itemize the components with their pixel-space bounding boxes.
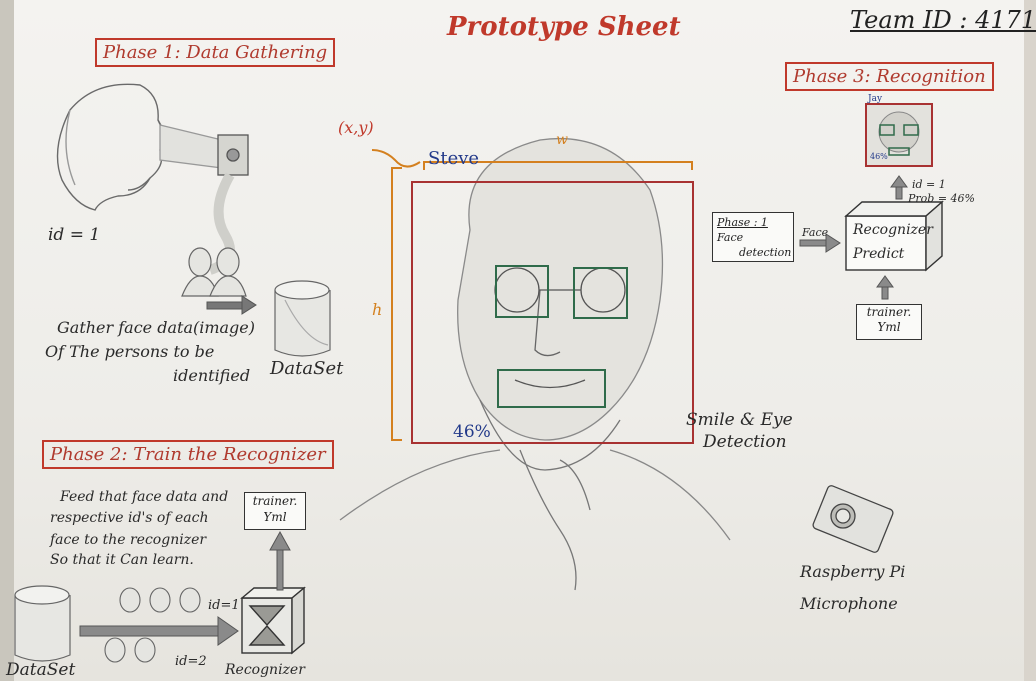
dataset-cylinder-2 (14, 585, 71, 662)
phase3-title: Phase 3: Recognition (785, 62, 994, 91)
right-eye-box (573, 267, 628, 319)
people-sketch-1 (181, 247, 247, 297)
phase3-face-name: Jay (868, 94, 883, 104)
phase2-title: Phase 2: Train the Recognizer (42, 440, 334, 469)
phase1-caption-line3: identified (173, 366, 251, 385)
coord-label: (x,y) (338, 118, 374, 137)
face-arrow-label: Face (802, 226, 829, 239)
dataset-cylinder-1 (274, 280, 331, 357)
left-eye-box (495, 265, 549, 318)
height-label: h (372, 300, 383, 319)
width-label: w (556, 132, 568, 148)
recognizer-cube (240, 586, 306, 655)
arrow-up-trainer (269, 530, 291, 591)
phase1-title: Phase 1: Data Gathering (95, 38, 336, 67)
detected-name-label: Steve (428, 148, 480, 169)
smile-eye-line2: Detection (703, 432, 787, 452)
hardware-line2: Microphone (800, 594, 898, 613)
phase2-trainer-label1: trainer. (252, 494, 298, 508)
arrow-up-predict (876, 275, 894, 300)
height-bracket (391, 167, 402, 441)
recognized-face-thumbnail (865, 103, 933, 167)
smile-eye-line1: Smile & Eye (686, 410, 793, 430)
phase3-trainer-line1: trainer. (866, 305, 912, 319)
phase3-result-prob: Prob = 46% (908, 192, 975, 205)
phase1-id-label: id = 1 (48, 225, 101, 245)
people-sketch-2 (104, 587, 201, 663)
face-detection-box-line1: Face (717, 231, 744, 244)
recognizer-predict-box (844, 200, 944, 272)
phase2-id1: id=1 (208, 598, 240, 613)
phase2-trainer-file: trainer. Yml (244, 492, 306, 530)
phase2-id2: id=2 (175, 654, 207, 669)
phase2-text-line2: respective id's of each (50, 510, 209, 526)
team-id: Team ID : 4171 (850, 6, 1036, 34)
arrow-to-recognizer (79, 616, 239, 646)
sheet-title: Prototype Sheet (447, 12, 681, 42)
microphone-module-sketch (812, 485, 894, 553)
face-detection-box: Phase : 1 Face detection (712, 212, 794, 262)
portrait-sketch (339, 137, 731, 591)
phase3-trainer-file: trainer. Yml (856, 304, 922, 340)
recognizer-line1: Recognizer (853, 222, 933, 238)
arrow-to-dataset (206, 295, 257, 315)
phase2-text-line1: Feed that face data and (60, 489, 229, 505)
phase2-trainer-label2: Yml (263, 510, 287, 524)
smile-box (497, 369, 606, 408)
width-bracket (423, 161, 693, 170)
phase1-dataset-label: DataSet (270, 358, 344, 379)
face-bounding-box (411, 181, 694, 444)
phase2-recognizer-label: Recognizer (225, 662, 305, 678)
phase3-face-prob: 46% (870, 152, 888, 161)
arrow-to-predict (799, 233, 841, 253)
phase2-text-line4: So that it Can learn. (50, 552, 194, 568)
sheet-edge (0, 0, 14, 681)
phase1-caption-line2: Of The persons to be (45, 342, 215, 361)
phase1-caption-line1: Gather face data(image) (57, 318, 256, 337)
coord-pointer (371, 149, 421, 168)
recognizer-line2: Predict (853, 246, 905, 262)
phase2-dataset-label: DataSet (6, 660, 76, 680)
hardware-line1: Raspberry Pi (800, 562, 906, 581)
phase3-result-id: id = 1 (912, 178, 946, 191)
detection-probability: 46% (453, 422, 491, 442)
phase3-trainer-line2: Yml (877, 320, 901, 334)
face-detection-box-line2: detection (739, 246, 792, 259)
phase2-text-line3: face to the recognizer (50, 532, 207, 548)
face-detection-box-title: Phase : 1 (717, 216, 768, 229)
arrow-up-result (890, 175, 908, 200)
